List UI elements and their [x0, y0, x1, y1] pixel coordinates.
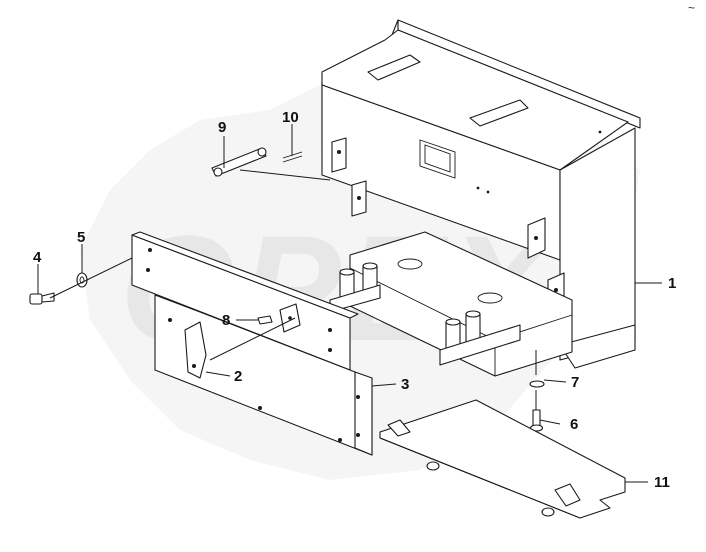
callout-5: 5: [77, 229, 85, 246]
callout-labels: 1 2 3 4 5 6 7 8 9 10 11: [33, 109, 676, 491]
part-5-washer: [76, 272, 88, 288]
callout-8: 8: [222, 312, 230, 329]
part-3-mounting-plate: [131, 231, 373, 456]
callout-11: 11: [654, 474, 670, 491]
corner-mark: ~: [688, 1, 695, 15]
assembly-lines: [49, 169, 537, 410]
callout-6: 6: [570, 416, 578, 433]
part-7-washer: [529, 380, 545, 388]
part-11-bottom-plate: [379, 399, 626, 519]
callout-1: 1: [668, 275, 676, 292]
part-1-housing: [321, 19, 641, 377]
part-8-bracket: [257, 303, 301, 333]
callout-3: 3: [401, 376, 409, 393]
callout-leaders: [37, 124, 662, 483]
part-4-bolt: [29, 292, 55, 305]
callout-10: 10: [282, 109, 299, 126]
part-9-hinge-bar: [211, 147, 267, 177]
callout-4: 4: [33, 249, 42, 266]
callout-7: 7: [571, 374, 579, 391]
part-2-latch: [184, 321, 207, 379]
callout-2: 2: [234, 368, 242, 385]
callout-9: 9: [218, 119, 226, 136]
